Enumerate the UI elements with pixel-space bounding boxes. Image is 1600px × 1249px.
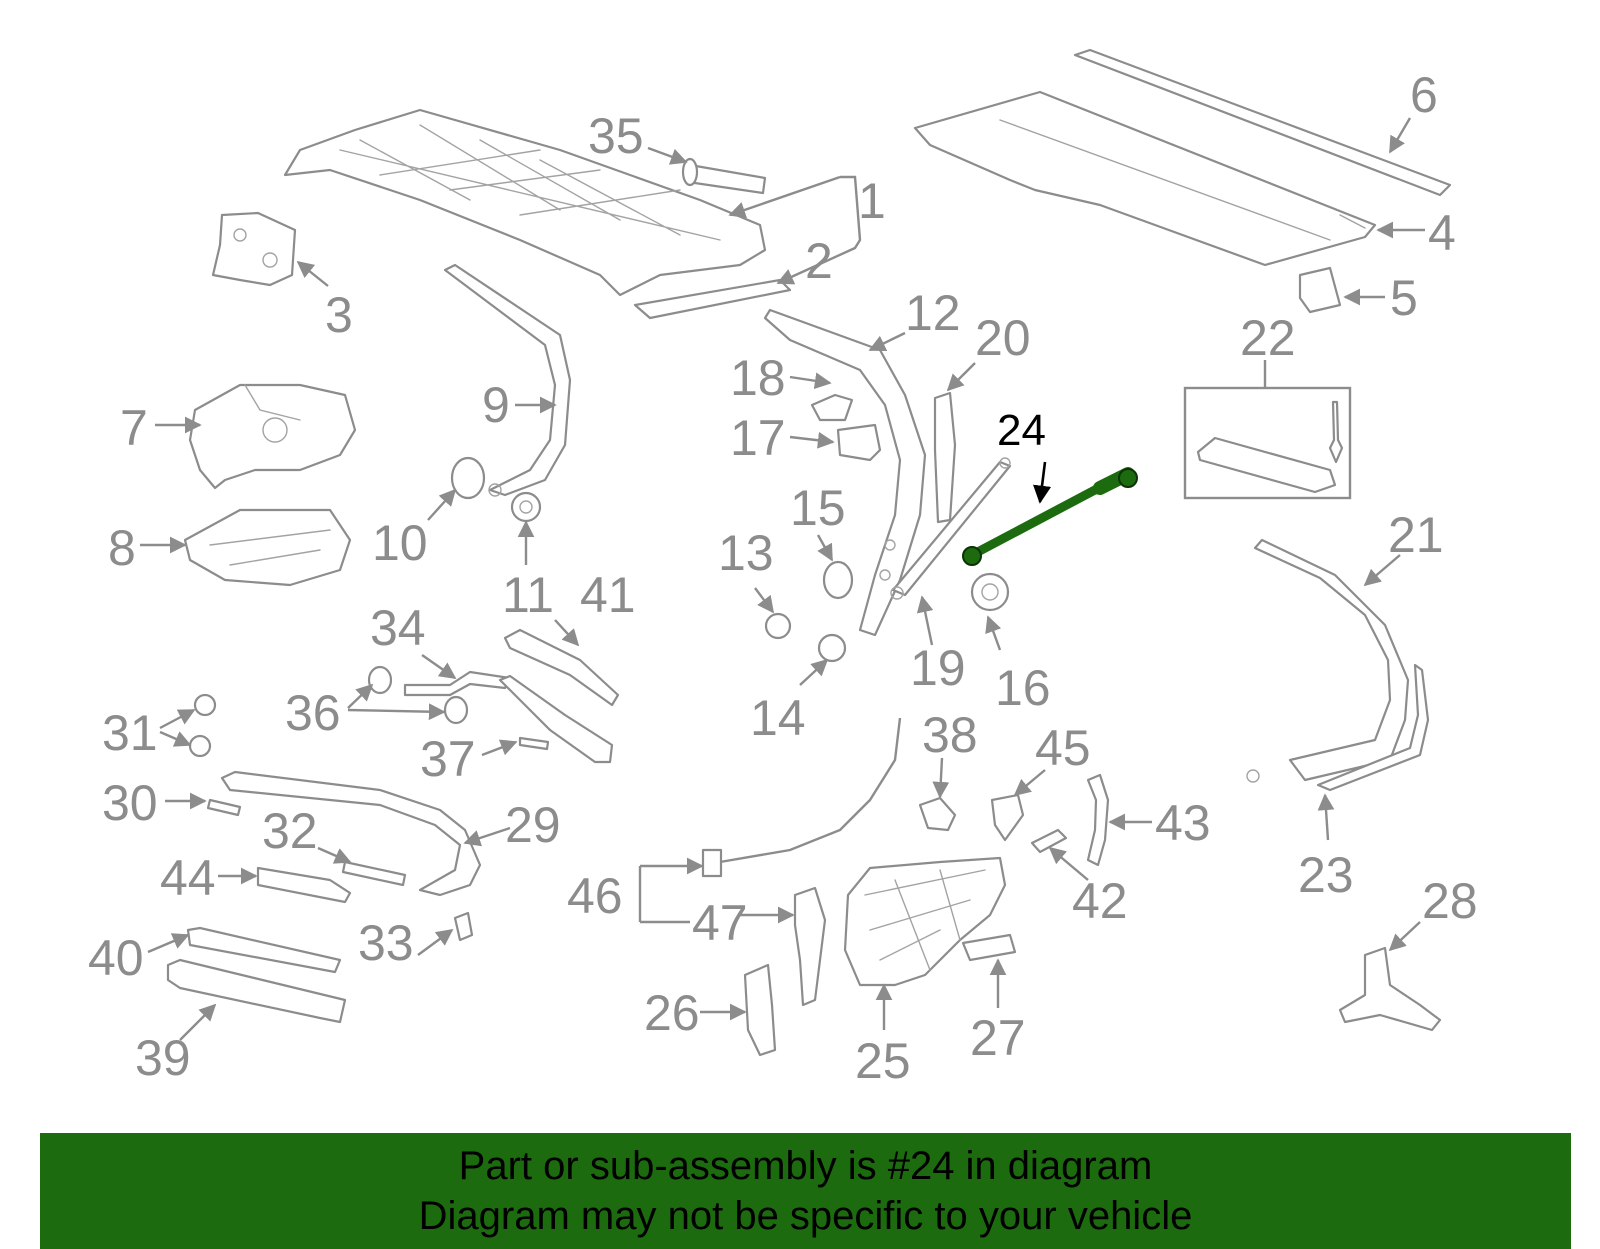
part-32-bolt xyxy=(341,860,407,887)
label-3: 3 xyxy=(325,287,353,343)
part-6-tonneau-strip xyxy=(1073,48,1452,197)
callout-labels: 1 2 3 4 5 6 7 8 9 10 11 12 13 14 15 16 1… xyxy=(88,67,1478,1089)
part-1-rear-deck-frame xyxy=(283,108,767,297)
label-27: 27 xyxy=(970,1010,1026,1066)
label-1: 1 xyxy=(858,173,886,229)
banner-line-2: Diagram may not be specific to your vehi… xyxy=(418,1194,1193,1238)
label-15: 15 xyxy=(790,480,846,536)
label-46: 46 xyxy=(567,868,623,924)
label-28: 28 xyxy=(1422,873,1478,929)
label-6: 6 xyxy=(1410,67,1438,123)
label-22: 22 xyxy=(1240,310,1296,366)
part-41-link-arm xyxy=(498,628,620,764)
label-45: 45 xyxy=(1035,720,1091,776)
part-42-plate xyxy=(1030,828,1068,854)
label-25: 25 xyxy=(855,1033,911,1089)
part-18-bracket xyxy=(810,393,854,422)
part-7-motor xyxy=(188,383,357,490)
label-29: 29 xyxy=(505,797,561,853)
part-25-latch-housing xyxy=(843,856,1007,987)
label-13: 13 xyxy=(718,525,774,581)
part-26-bracket xyxy=(743,963,777,1057)
label-11: 11 xyxy=(502,567,554,623)
part-9-arm xyxy=(443,263,572,497)
part-20-link xyxy=(933,391,957,524)
parts-diagram: 1 2 3 4 5 6 7 8 9 10 11 12 13 14 15 16 1… xyxy=(88,48,1478,1089)
banner-line-1: Part or sub-assembly is #24 in diagram xyxy=(458,1144,1153,1188)
part-44-bracket xyxy=(256,866,352,904)
label-4: 4 xyxy=(1428,205,1456,261)
label-34: 34 xyxy=(370,600,426,656)
label-21: 21 xyxy=(1388,507,1444,563)
part-14-washer xyxy=(817,633,847,663)
part-2-seal-strip xyxy=(633,278,792,320)
part-10-o-ring xyxy=(450,456,486,500)
label-40: 40 xyxy=(88,930,144,986)
label-44: 44 xyxy=(160,850,216,906)
part-4-parcel-shelf xyxy=(913,90,1377,267)
label-42: 42 xyxy=(1072,873,1128,929)
part-33-clip xyxy=(453,911,474,942)
label-20: 20 xyxy=(975,310,1031,366)
label-23: 23 xyxy=(1298,847,1354,903)
label-36: 36 xyxy=(285,685,341,741)
part-23-seal-arc xyxy=(1316,663,1430,792)
label-37: 37 xyxy=(420,731,476,787)
part-15-o-ring xyxy=(822,560,854,600)
part-28-bracket xyxy=(1338,946,1442,1032)
label-5: 5 xyxy=(1390,270,1418,326)
part-39-trim xyxy=(166,958,347,1024)
part-22-kit-box xyxy=(1183,386,1352,500)
part-27-sensor xyxy=(961,933,1017,962)
part-34-rod xyxy=(403,670,512,697)
part-19-gas-strut xyxy=(890,457,1012,600)
label-19: 19 xyxy=(910,640,966,696)
label-35: 35 xyxy=(588,108,644,164)
label-24-highlighted: 24 xyxy=(997,406,1046,455)
label-12: 12 xyxy=(905,285,961,341)
part-43-link xyxy=(1086,773,1110,867)
part-30-bolt xyxy=(206,798,242,817)
label-43: 43 xyxy=(1155,795,1211,851)
label-31: 31 xyxy=(102,705,158,761)
part-8-tray xyxy=(183,508,352,587)
part-11-bushing xyxy=(510,491,542,523)
part-21-cover-arc xyxy=(1246,538,1410,783)
part-45-bracket xyxy=(990,793,1025,842)
part-3-bracket xyxy=(211,211,297,287)
label-10: 10 xyxy=(372,515,428,571)
part-16-bushing xyxy=(970,572,1010,612)
label-32: 32 xyxy=(262,803,318,859)
label-8: 8 xyxy=(108,520,136,576)
part-13-washer xyxy=(764,612,792,640)
label-33: 33 xyxy=(358,915,414,971)
label-38: 38 xyxy=(922,707,978,763)
label-14: 14 xyxy=(750,690,806,746)
label-30: 30 xyxy=(102,775,158,831)
label-26: 26 xyxy=(644,985,700,1041)
part-12-arm xyxy=(763,308,927,637)
label-39: 39 xyxy=(135,1030,191,1086)
part-36-bushings xyxy=(367,665,469,725)
label-18: 18 xyxy=(730,350,786,406)
part-29-arm xyxy=(220,770,482,897)
part-31-grommets xyxy=(188,693,217,758)
label-41: 41 xyxy=(580,567,636,623)
part-5-clip xyxy=(1298,266,1342,314)
label-16: 16 xyxy=(995,660,1051,716)
part-24-strut-highlighted xyxy=(962,467,1138,566)
part-47-bracket xyxy=(793,886,827,1007)
info-banner: Part or sub-assembly is #24 in diagram D… xyxy=(40,1133,1571,1249)
part-35-bolt xyxy=(681,157,767,195)
label-47: 47 xyxy=(692,895,748,951)
label-17: 17 xyxy=(730,410,786,466)
label-7: 7 xyxy=(120,400,148,456)
part-40-trim xyxy=(186,926,342,974)
label-9: 9 xyxy=(482,377,510,433)
leader-lines xyxy=(140,117,1425,1041)
part-37-screw xyxy=(518,736,550,751)
part-38-actuator xyxy=(918,796,957,832)
label-2: 2 xyxy=(805,233,833,289)
part-17-bracket xyxy=(836,423,882,462)
